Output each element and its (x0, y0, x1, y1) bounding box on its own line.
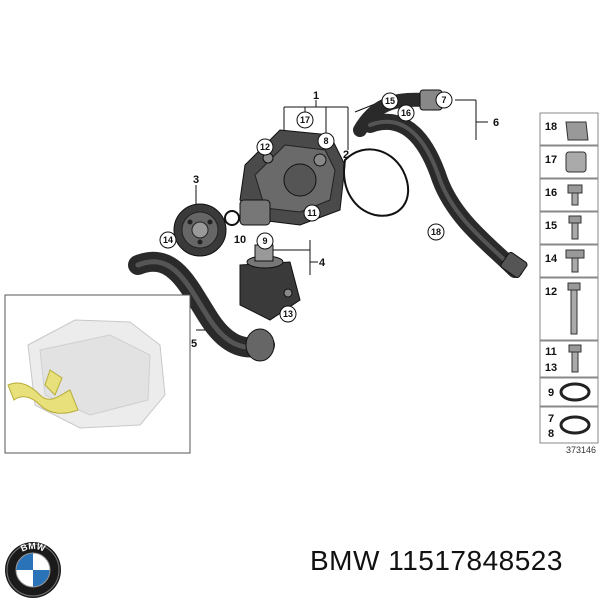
callout-14: 14 (163, 235, 173, 245)
label-5: 5 (191, 338, 197, 350)
callout-12: 12 (260, 142, 270, 152)
clamp-icon (565, 121, 589, 141)
bolt-head-icon (567, 184, 583, 194)
label-1: 1 (313, 90, 319, 102)
callouts: 17 8 12 15 16 7 11 10 9 14 13 18 (159, 91, 453, 323)
callout-18: 18 (431, 227, 441, 237)
sidebar-label-14: 14 (545, 253, 558, 265)
label-2: 2 (343, 149, 349, 161)
sidebar-label-11: 11 (545, 346, 557, 358)
long-bolt-icon (567, 282, 581, 291)
sleeve-icon (565, 151, 587, 173)
part-number-title: BMW 11517848523 (310, 545, 563, 576)
sidebar-label-7: 7 (548, 413, 554, 425)
short-bolt-icon (568, 344, 582, 353)
sidebar-label-12: 12 (545, 286, 557, 298)
seal-ring-icon (559, 415, 591, 435)
o-ring-icon (559, 382, 591, 402)
upper-hose-part (353, 89, 528, 279)
sidebar-label-18: 18 (545, 121, 557, 133)
label-6: 6 (493, 117, 499, 129)
sidebar-label-9: 9 (548, 387, 554, 399)
bmw-logo: BMW (5, 541, 61, 598)
sidebar-label-16: 16 (545, 187, 557, 199)
engine-inset (4, 294, 191, 454)
parts-sidebar: 18 17 16 15 14 12 11 13 9 7 8 373146 (539, 112, 599, 455)
callout-10: 10 (234, 234, 246, 246)
callout-11: 11 (307, 208, 317, 218)
callout-8: 8 (323, 136, 328, 146)
flange-bolt-icon (565, 249, 585, 259)
callout-16: 16 (401, 108, 411, 118)
callout-9: 9 (262, 236, 267, 246)
callout-15: 15 (385, 96, 395, 106)
thermostat-part (239, 244, 301, 321)
sidebar-label-15: 15 (545, 220, 557, 232)
sidebar-label-17: 17 (545, 154, 557, 166)
diagram-ref-number: 373146 (566, 445, 596, 455)
callout-17: 17 (300, 115, 310, 125)
label-3: 3 (193, 174, 199, 186)
pulley-part (173, 203, 227, 257)
callout-13: 13 (283, 309, 293, 319)
lower-hose-part (128, 251, 275, 362)
sidebar-label-13: 13 (545, 362, 557, 374)
label-4: 4 (319, 257, 326, 269)
bolt-icon (568, 215, 582, 224)
gasket-part (343, 148, 410, 217)
callout-7: 7 (441, 95, 446, 105)
sidebar-label-8: 8 (548, 428, 554, 440)
